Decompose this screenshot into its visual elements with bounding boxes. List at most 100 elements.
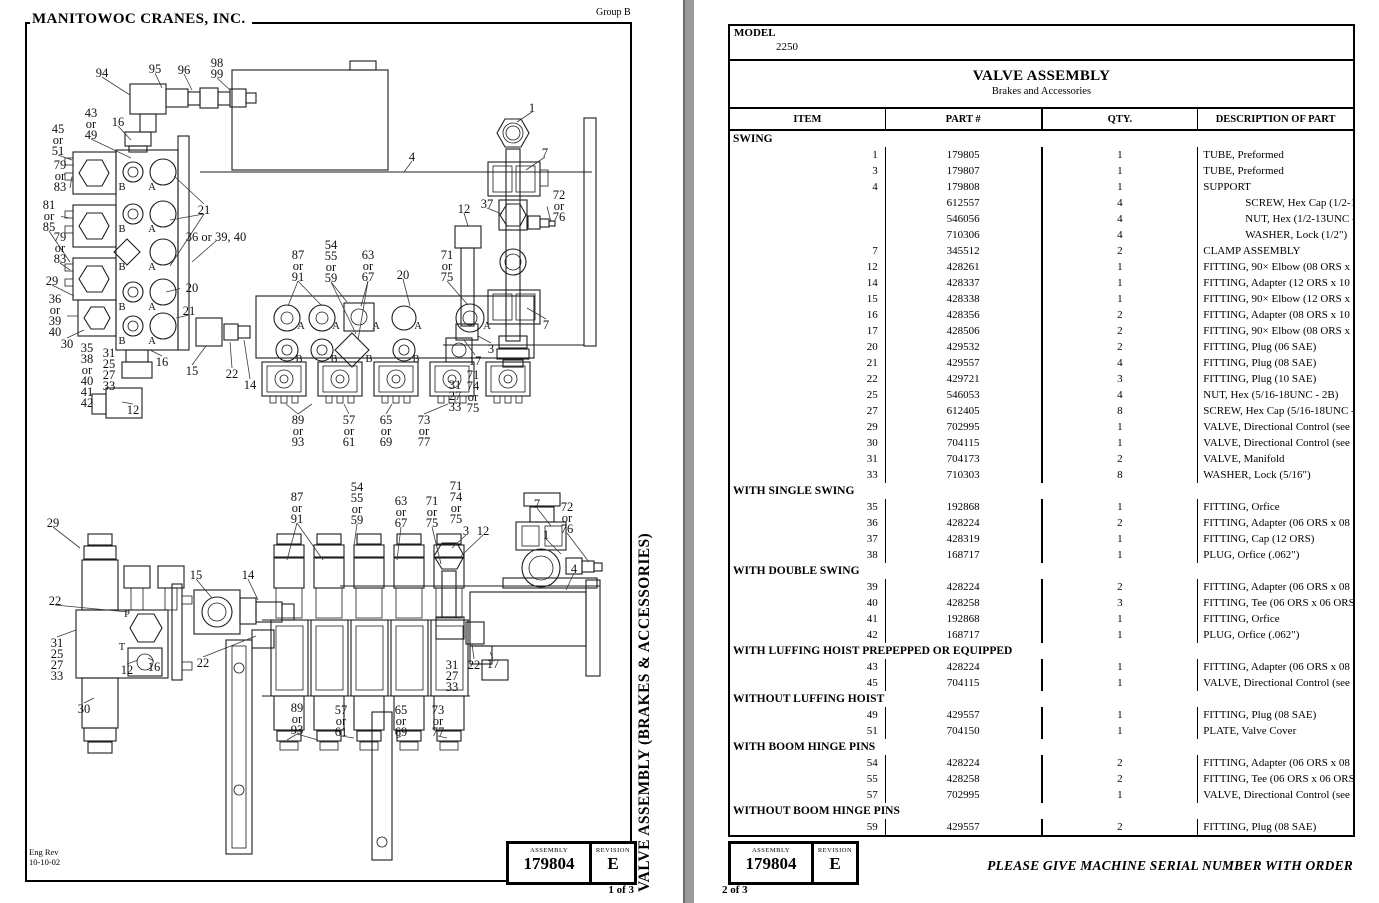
- diagram-callout: 30: [61, 337, 74, 351]
- diagram-callout: 14: [244, 378, 257, 392]
- part-number-cell: 179807: [885, 163, 1043, 179]
- item-cell: 33: [729, 467, 886, 483]
- part-number-cell: 546053: [885, 387, 1043, 403]
- section-header-row: WITH LUFFING HOIST PREPEPPED OR EQUIPPED: [729, 643, 1354, 659]
- diagram-callout: 20: [186, 281, 199, 295]
- section-title: WITHOUT BOOM HINGE PINS: [733, 804, 900, 817]
- eng-rev-note: Eng Rev 10-10-02: [29, 847, 60, 867]
- table-title: VALVE ASSEMBLY: [972, 68, 1111, 84]
- diagram-callout: 7: [543, 318, 549, 332]
- diagram-callout: 15: [190, 568, 203, 582]
- diagram-callout: 36 or 39, 40: [186, 230, 246, 244]
- description-cell: SCREW, Hex Cap (5/16-18UNC - 2A x 1" lon…: [1203, 404, 1354, 417]
- lower-valve-bank: [270, 533, 469, 751]
- port-letter: B: [295, 354, 302, 365]
- leader-line: [451, 534, 467, 549]
- qty-cell: 1: [1041, 659, 1199, 675]
- description-cell: SCREW, Hex Cap (1/2-13UNC - 2A x 1-1/2" …: [1245, 196, 1354, 209]
- revision-value: E: [829, 854, 841, 873]
- qty-cell: 2: [1041, 339, 1199, 355]
- item-cell: 35: [729, 499, 886, 515]
- qty-cell: 1: [1041, 499, 1199, 515]
- part-number-cell: 704173: [885, 451, 1043, 467]
- description-cell: FITTING, Plug (08 SAE): [1203, 708, 1317, 721]
- port-letter: B: [118, 262, 125, 273]
- description-cell: FITTING, Adapter (12 ORS x 10 SAE): [1203, 276, 1354, 289]
- leader-line: [360, 280, 369, 307]
- qty-cell: 1: [1041, 179, 1199, 195]
- diagram-callout: 1: [543, 528, 549, 542]
- qty-cell: 1: [1041, 723, 1199, 739]
- diagram-callout: 16: [156, 355, 169, 369]
- part-number-cell: 612405: [885, 403, 1043, 419]
- diagram-callout: 16: [148, 660, 161, 674]
- leader-line: [463, 339, 476, 356]
- section-header-row: WITH DOUBLE SWING: [729, 563, 1354, 579]
- description-cell: VALVE, Directional Control (see O-603): [1203, 788, 1354, 801]
- section-header-row: WITH BOOM HINGE PINS: [729, 739, 1354, 755]
- leader-line: [147, 657, 155, 662]
- revision-label: REVISION: [595, 847, 631, 854]
- description-cell: CLAMP ASSEMBLY: [1203, 244, 1301, 257]
- diagram-callout: 15: [186, 364, 199, 378]
- part-number-cell: 546056: [885, 211, 1043, 227]
- part-number-cell: 428506: [885, 323, 1043, 339]
- diagram-callout: 22: [197, 656, 210, 670]
- part-number-cell: 710303: [885, 467, 1043, 483]
- leader-line: [296, 733, 319, 741]
- qty-cell: 1: [1041, 419, 1199, 435]
- right-page: MODEL 2250 VALVE ASSEMBLY Brakes and Acc…: [694, 0, 1379, 903]
- leader-line: [101, 76, 131, 96]
- part-number-cell: 428224: [885, 659, 1043, 675]
- section-header-row: WITHOUT LUFFING HOIST: [729, 691, 1354, 707]
- qty-cell: 4: [1041, 355, 1199, 371]
- revision-label: REVISION: [817, 847, 853, 854]
- qty-cell: 1: [1041, 611, 1199, 627]
- qty-cell: 2: [1041, 451, 1199, 467]
- table-subtitle: Brakes and Accessories: [991, 86, 1092, 97]
- description-cell: VALVE, Directional Control (see O-603): [1203, 420, 1354, 433]
- port-letter: A: [148, 302, 156, 313]
- qty-cell: 1: [1041, 675, 1199, 691]
- upper-diagram: [64, 60, 597, 419]
- part-number-cell: 428338: [885, 291, 1043, 307]
- column-header-row: ITEM PART # QTY. DESCRIPTION OF PART: [729, 108, 1354, 131]
- part-number-cell: 702995: [885, 419, 1043, 435]
- leader-line: [183, 73, 193, 91]
- diagram-callout: 96: [178, 63, 191, 77]
- leader-line: [486, 207, 503, 215]
- part-number-cell: 168717: [885, 547, 1043, 563]
- diagram-callout: 12: [477, 524, 490, 538]
- qty-cell: 2: [1041, 771, 1199, 787]
- leader-line: [330, 281, 348, 303]
- description-cell: FITTING, Adapter (06 ORS x 08 SAE): [1203, 660, 1354, 673]
- description-cell: PLUG, Orfice (.062"): [1203, 548, 1300, 561]
- item-cell: 22: [729, 371, 886, 387]
- item-cell: 38: [729, 547, 886, 563]
- leader-line: [173, 175, 205, 205]
- port-letter: P: [124, 609, 130, 620]
- col-qty: QTY.: [1041, 108, 1199, 131]
- section-header-row: WITH SINGLE SWING: [729, 483, 1354, 499]
- item-cell: 20: [729, 339, 886, 355]
- item-cell: 4: [729, 179, 886, 195]
- diagram-callout: 7: [542, 146, 548, 160]
- part-number-cell: 704115: [885, 675, 1043, 691]
